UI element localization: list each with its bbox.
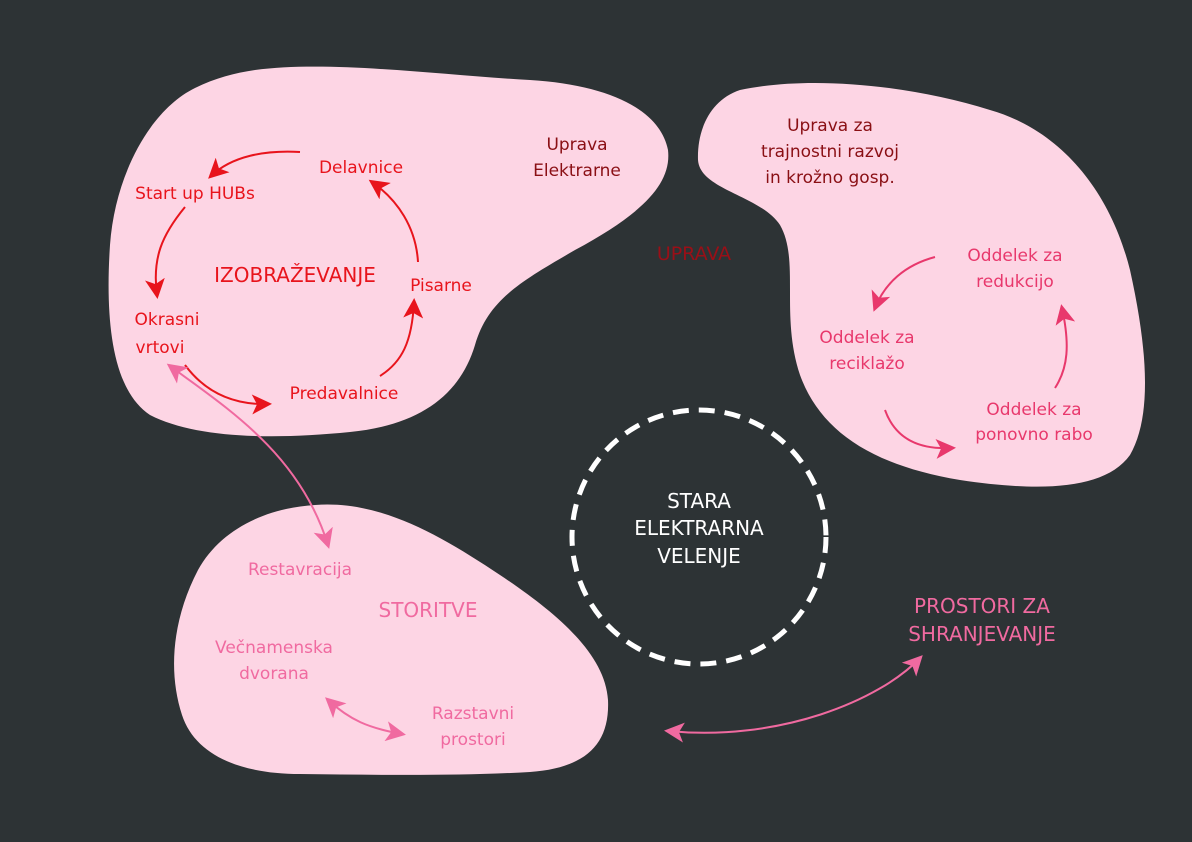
storitve-title: STORITVE [379, 598, 478, 622]
label-okrasni-2: vrtovi [136, 338, 185, 358]
label-vecnamenska-2: dvorana [239, 664, 309, 684]
label-uprava-elektrarne-2: Elektrarne [533, 161, 621, 181]
prostori-line-2: SHRANJEVANJE [908, 622, 1056, 646]
label-redukcija-2: redukcijo [976, 272, 1054, 292]
label-startup: Start up HUBs [135, 184, 255, 204]
label-ponovna-1: Oddelek za [986, 400, 1081, 420]
center-dashed-circle [569, 407, 829, 667]
arrow-pisarne-to-delavnice [368, 179, 419, 263]
label-delavnice: Delavnice [319, 158, 403, 178]
center-line-1: STARA [667, 489, 731, 513]
uprava-header-3: in krožno gosp. [765, 168, 895, 188]
label-restavracija: Restavracija [248, 560, 352, 580]
izobrazevanje-blob [108, 66, 669, 437]
arrow-redukcija-to-reciklaza [871, 256, 936, 312]
arrow-vecnamenska-razstavni [325, 697, 406, 742]
uprava-title: UPRAVA [657, 243, 731, 265]
label-razstavni-1: Razstavni [432, 704, 514, 724]
uprava-header-1: Uprava za [787, 116, 873, 136]
label-uprava-elektrarne-1: Uprava [546, 135, 607, 155]
label-reciklaza-2: reciklažo [829, 354, 904, 374]
arrow-center-prostori [664, 655, 923, 743]
uprava-header-2: trajnostni razvoj [761, 142, 899, 162]
label-predavalnice: Predavalnice [290, 384, 399, 404]
izobrazevanje-title: IZOBRAŽEVANJE [214, 263, 376, 287]
center-line-3: VELENJE [657, 544, 741, 568]
label-okrasni-1: Okrasni [135, 310, 200, 330]
label-razstavni-2: prostori [440, 730, 505, 750]
storitve-blob [174, 504, 609, 775]
arrow-predavalnice-to-pisarne [379, 298, 424, 377]
label-pisarne: Pisarne [410, 276, 472, 296]
label-reciklaza-1: Oddelek za [819, 328, 914, 348]
label-redukcija-1: Oddelek za [967, 246, 1062, 266]
center-line-2: ELEKTRARNA [634, 516, 764, 540]
arrow-ponovna-to-redukcija [1054, 304, 1076, 389]
uprava-blob [697, 82, 1145, 487]
arrow-okrasni-restavracija [166, 363, 333, 549]
arrow-reciklaza-to-ponovna [884, 409, 956, 459]
label-vecnamenska-1: Večnamenska [215, 638, 333, 658]
label-ponovna-2: ponovno rabo [975, 425, 1093, 445]
arrow-delavnice-to-startup [208, 150, 301, 179]
arrow-startup-to-okrasni [144, 206, 186, 299]
prostori-line-1: PROSTORI ZA [914, 594, 1050, 618]
